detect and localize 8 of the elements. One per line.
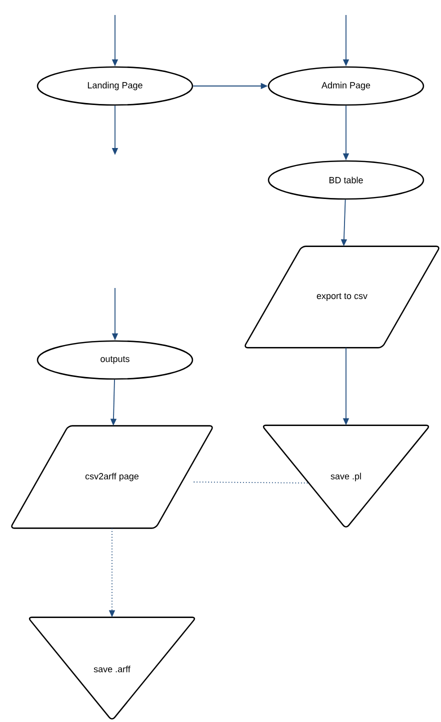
terminal-oval: BD table: [268, 160, 424, 200]
data-parallelogram: csv2arff page: [11, 425, 213, 529]
merge-triangle: save .arff: [28, 616, 196, 720]
terminal-oval: Landing Page: [36, 66, 194, 106]
terminal-oval: Admin Page: [268, 66, 424, 106]
data-parallelogram: export to csv: [244, 246, 440, 348]
terminal-oval: outputs: [36, 340, 194, 380]
merge-triangle: save .pl: [262, 424, 430, 528]
